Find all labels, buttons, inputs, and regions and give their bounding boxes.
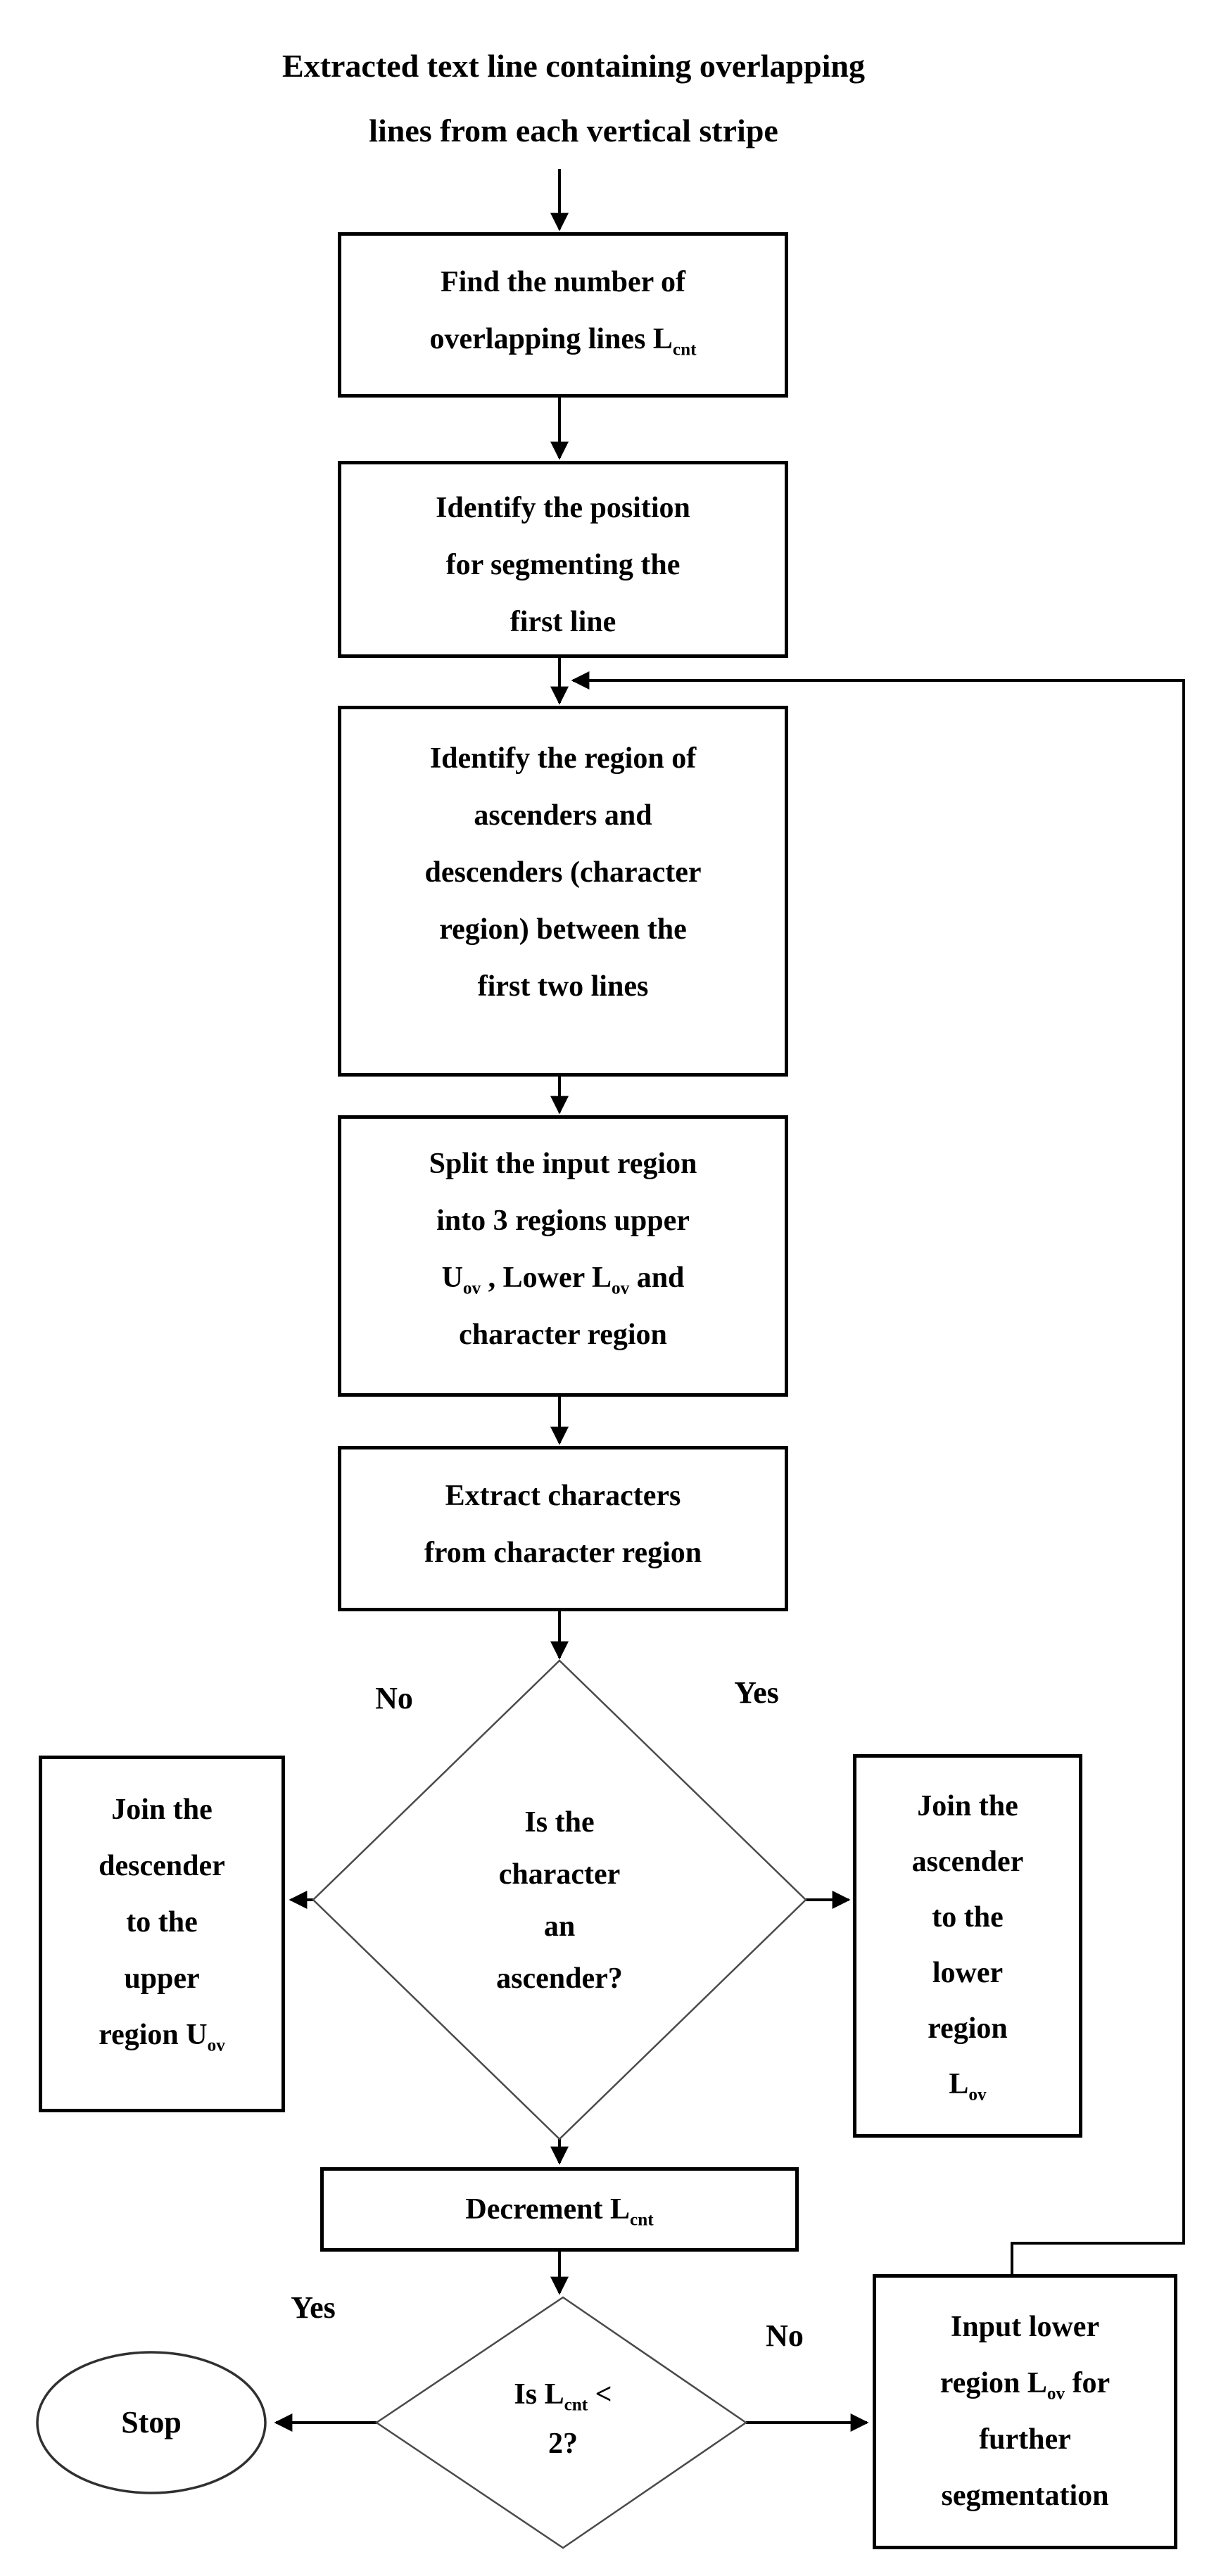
- ascender-decision-diamond: [312, 1659, 807, 2140]
- edge-label-ascender-yes: Yes: [734, 1675, 779, 1710]
- stop-label: Stop: [121, 2405, 182, 2439]
- node-decrement-count: Decrement Lcnt: [320, 2167, 799, 2252]
- count-decision-diamond: [374, 2296, 748, 2549]
- edge-label-count-yes: Yes: [291, 2290, 336, 2325]
- edge-label-count-no: No: [766, 2318, 804, 2353]
- count-decision-text: Is Lcnt <2?: [514, 2378, 612, 2460]
- start-label: Extracted text line containing overlappi…: [282, 48, 865, 148]
- node-decrement-count-text: Decrement Lcnt: [465, 2193, 654, 2230]
- arrow-feedback-input-lower-to-region: [571, 671, 1185, 2274]
- edge-label-ascender-no: No: [375, 1681, 413, 1715]
- stop-terminator-ellipse: [36, 2351, 267, 2494]
